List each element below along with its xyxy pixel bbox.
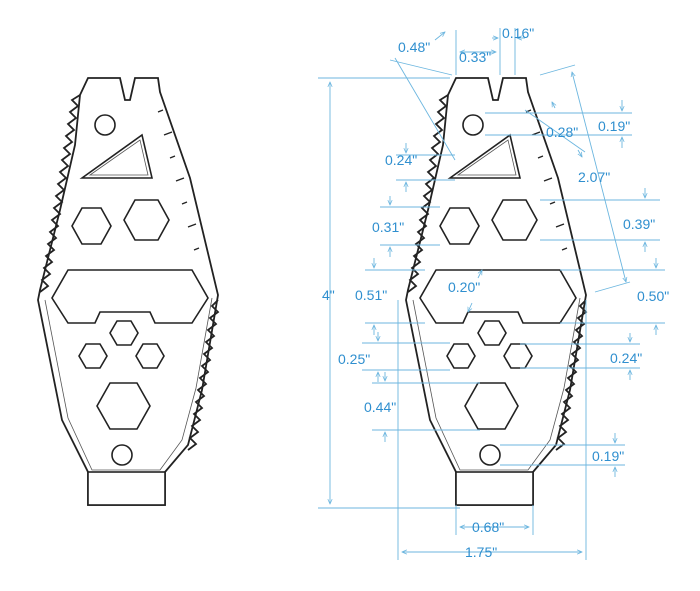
dim-051: 0.51"	[355, 287, 387, 303]
dim-068: 0.68"	[472, 519, 504, 535]
dim-039: 0.39"	[623, 216, 655, 232]
dim-024-left: 0.24"	[385, 152, 417, 168]
dim-024-right: 0.24"	[610, 350, 642, 366]
tool-plain-view	[37, 77, 219, 506]
dim-016: 0.16"	[502, 25, 534, 41]
dim-028: 0.28"	[546, 124, 578, 140]
dim-025: 0.25"	[338, 351, 370, 367]
dim-044: 0.44"	[364, 399, 396, 415]
dimension-lines	[318, 28, 665, 560]
dim-207: 2.07"	[578, 169, 610, 185]
dim-175: 1.75"	[465, 544, 497, 560]
dim-020: 0.20"	[448, 279, 480, 295]
dim-031: 0.31"	[372, 219, 404, 235]
dim-033: 0.33"	[459, 49, 491, 65]
dim-019-top: 0.19"	[598, 118, 630, 134]
dim-019-bottom: 0.19"	[592, 448, 624, 464]
dim-4: 4"	[322, 287, 335, 303]
dimension-labels: 0.16" 0.48" 0.33" 0.28" 0.19" 0.24" 2.07…	[322, 25, 669, 560]
dim-050: 0.50"	[637, 288, 669, 304]
tool-dimensioned-view	[405, 77, 587, 506]
dim-048: 0.48"	[398, 39, 430, 55]
